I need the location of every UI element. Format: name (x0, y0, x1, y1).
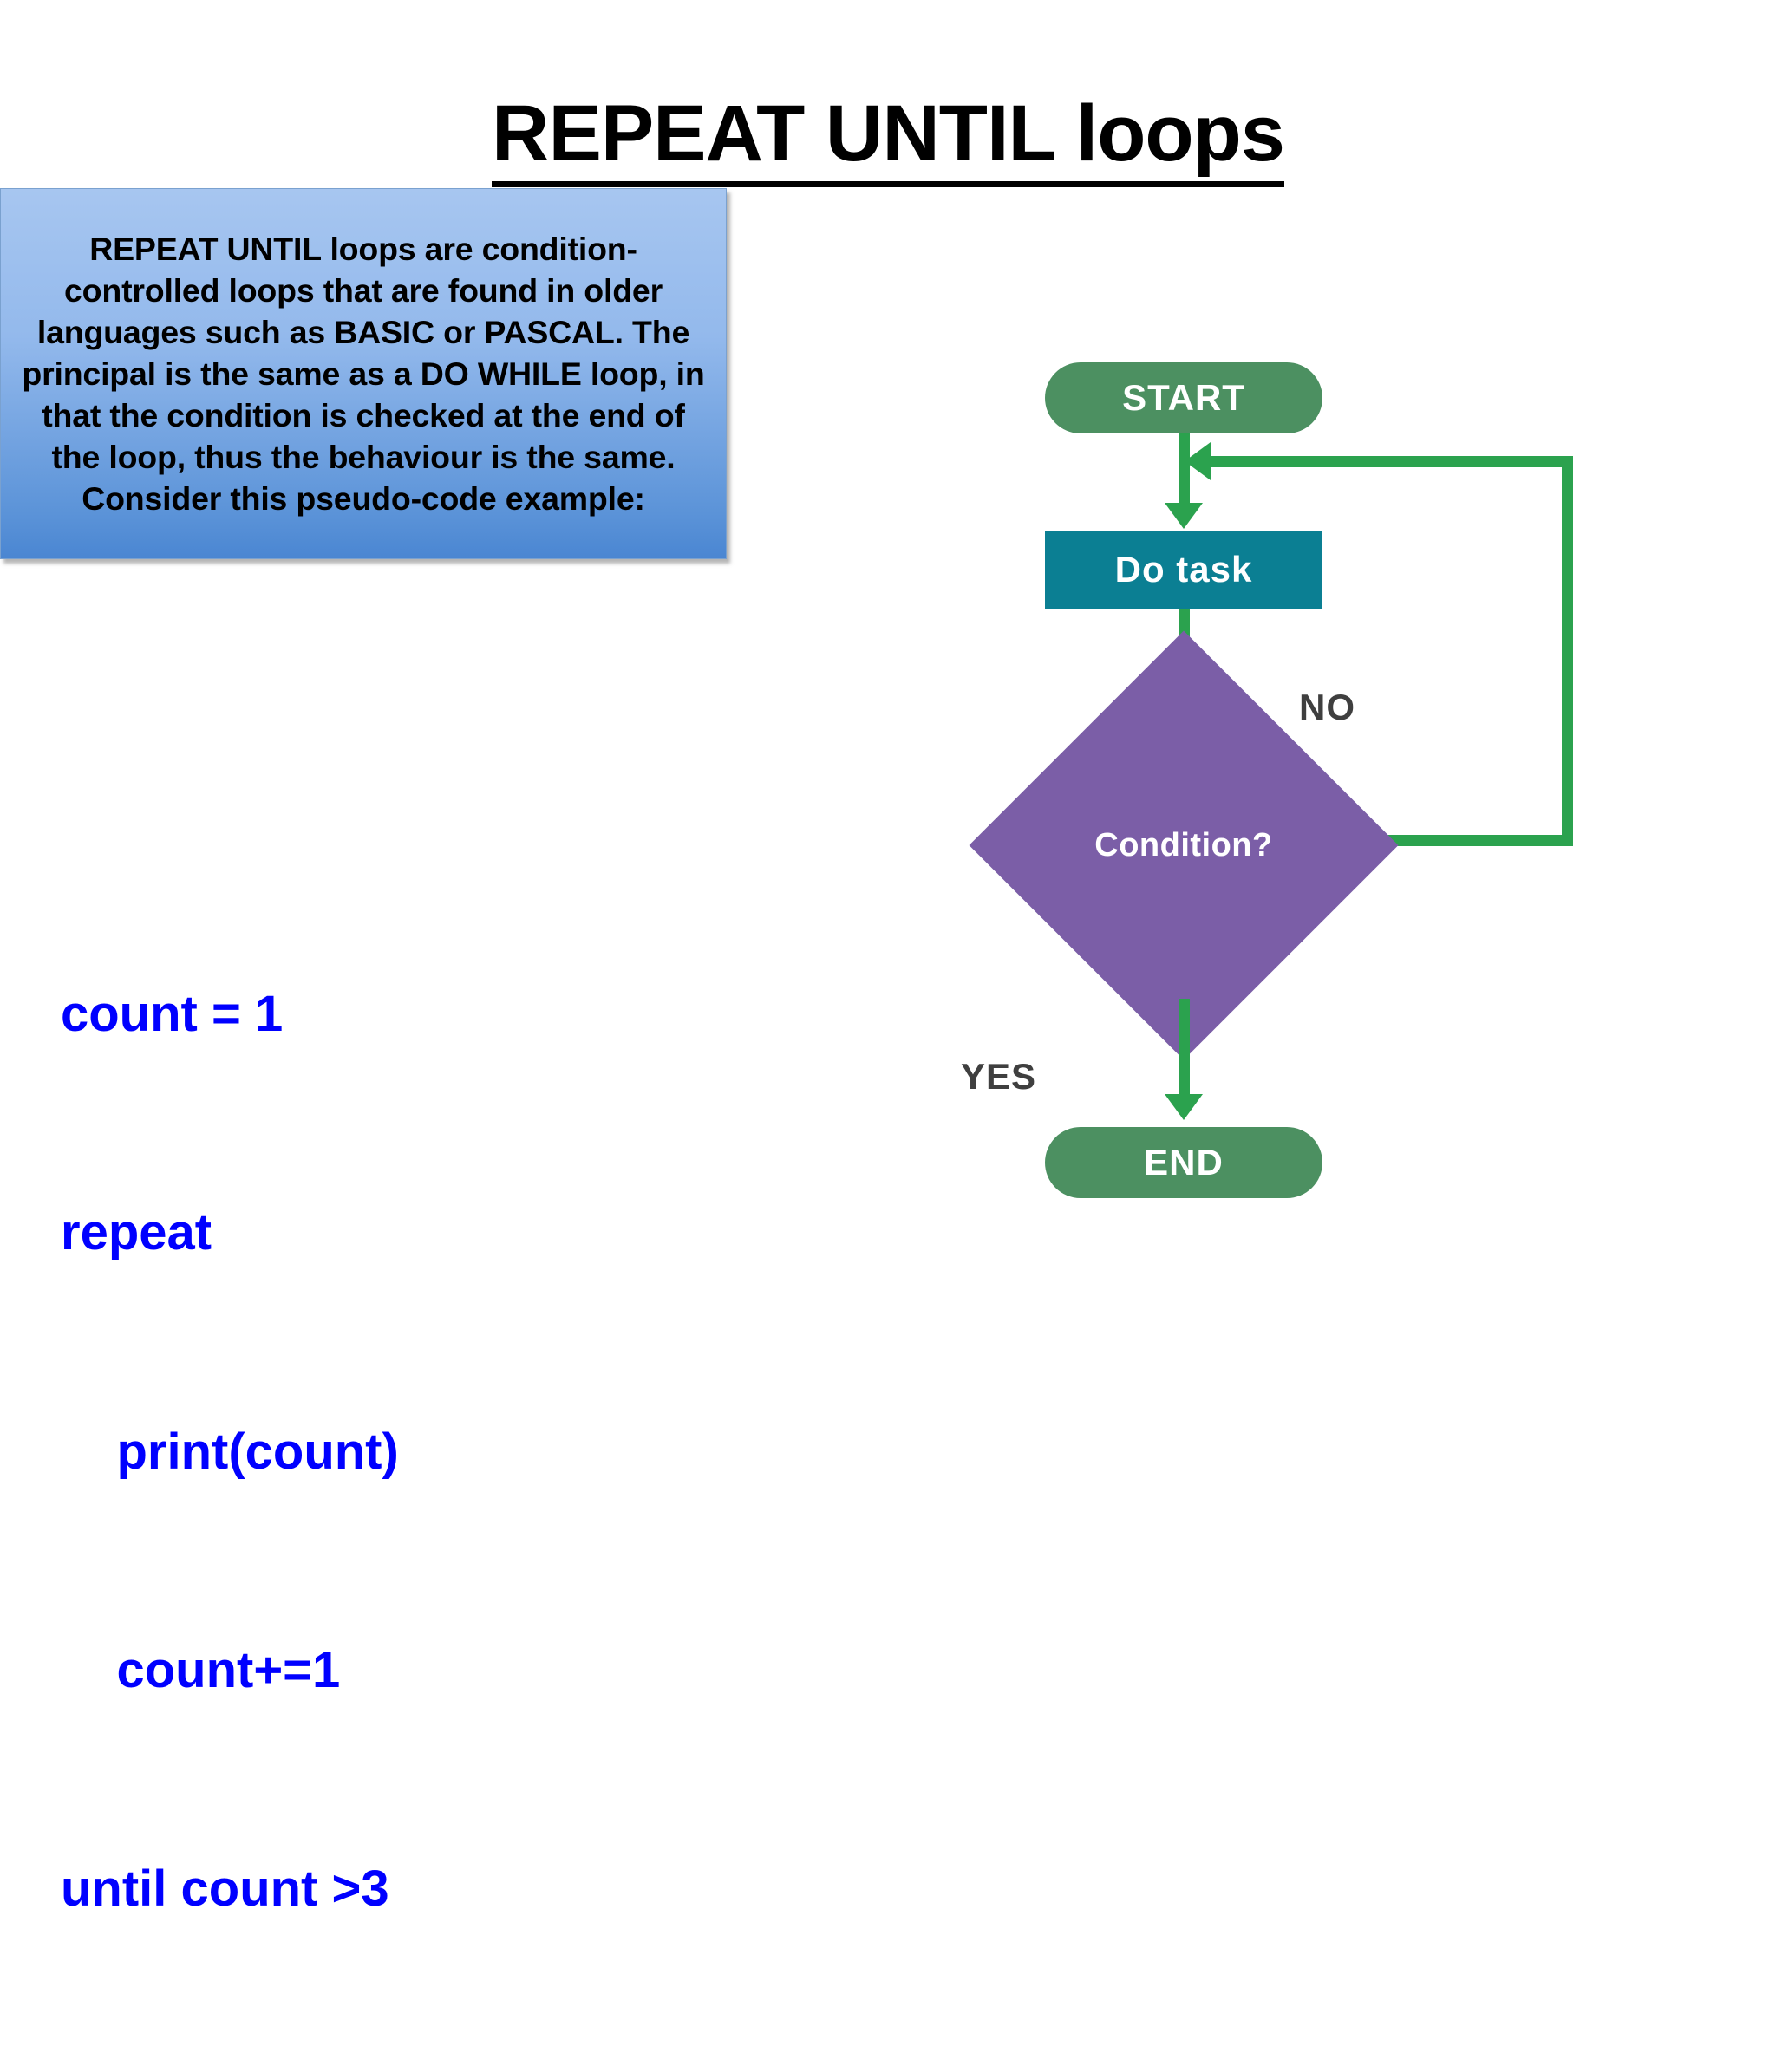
page-title-text: REPEAT UNTIL loops (492, 89, 1285, 187)
flowchart: START Do task Condition? NO YES (961, 347, 1648, 1240)
edge-condition-to-end-arrowhead (1165, 1094, 1203, 1120)
flow-node-start: START (1045, 362, 1322, 433)
edge-loopback-arrowhead (1185, 442, 1211, 480)
flow-node-task-label: Do task (1114, 549, 1253, 590)
flow-node-condition: Condition? (969, 630, 1399, 1060)
pseudocode-line-5: until count >3 (61, 1860, 389, 1918)
pseudocode-line-2: repeat (61, 1204, 212, 1261)
edge-condition-to-end-line (1179, 999, 1190, 1099)
edge-loopback-right-segment (1562, 456, 1573, 846)
flow-node-start-label: START (1122, 377, 1245, 418)
edge-label-yes: YES (961, 1056, 1037, 1097)
slide-canvas: REPEAT UNTIL loops REPEAT UNTIL loops ar… (0, 89, 1776, 1918)
flow-node-end-label: END (1144, 1142, 1224, 1183)
pseudocode-line-1: count = 1 (61, 986, 284, 1043)
pseudocode-line-3: print(count) (61, 1423, 399, 1480)
edge-label-no: NO (1299, 687, 1355, 727)
description-text: REPEAT UNTIL loops are condition-control… (22, 231, 705, 517)
flow-node-condition-label: Condition? (1094, 826, 1273, 863)
edge-loopback-top-segment (1209, 456, 1573, 467)
flow-node-task: Do task (1045, 531, 1322, 609)
page-title: REPEAT UNTIL loops (0, 89, 1776, 187)
flow-node-end: END (1045, 1127, 1322, 1198)
edge-start-to-task-arrowhead (1165, 503, 1203, 529)
description-box: REPEAT UNTIL loops are condition-control… (0, 188, 727, 559)
pseudocode-line-4: count+=1 (61, 1642, 341, 1699)
pseudocode-block: count = 1 repeat print(count) count+=1 u… (61, 832, 720, 2072)
